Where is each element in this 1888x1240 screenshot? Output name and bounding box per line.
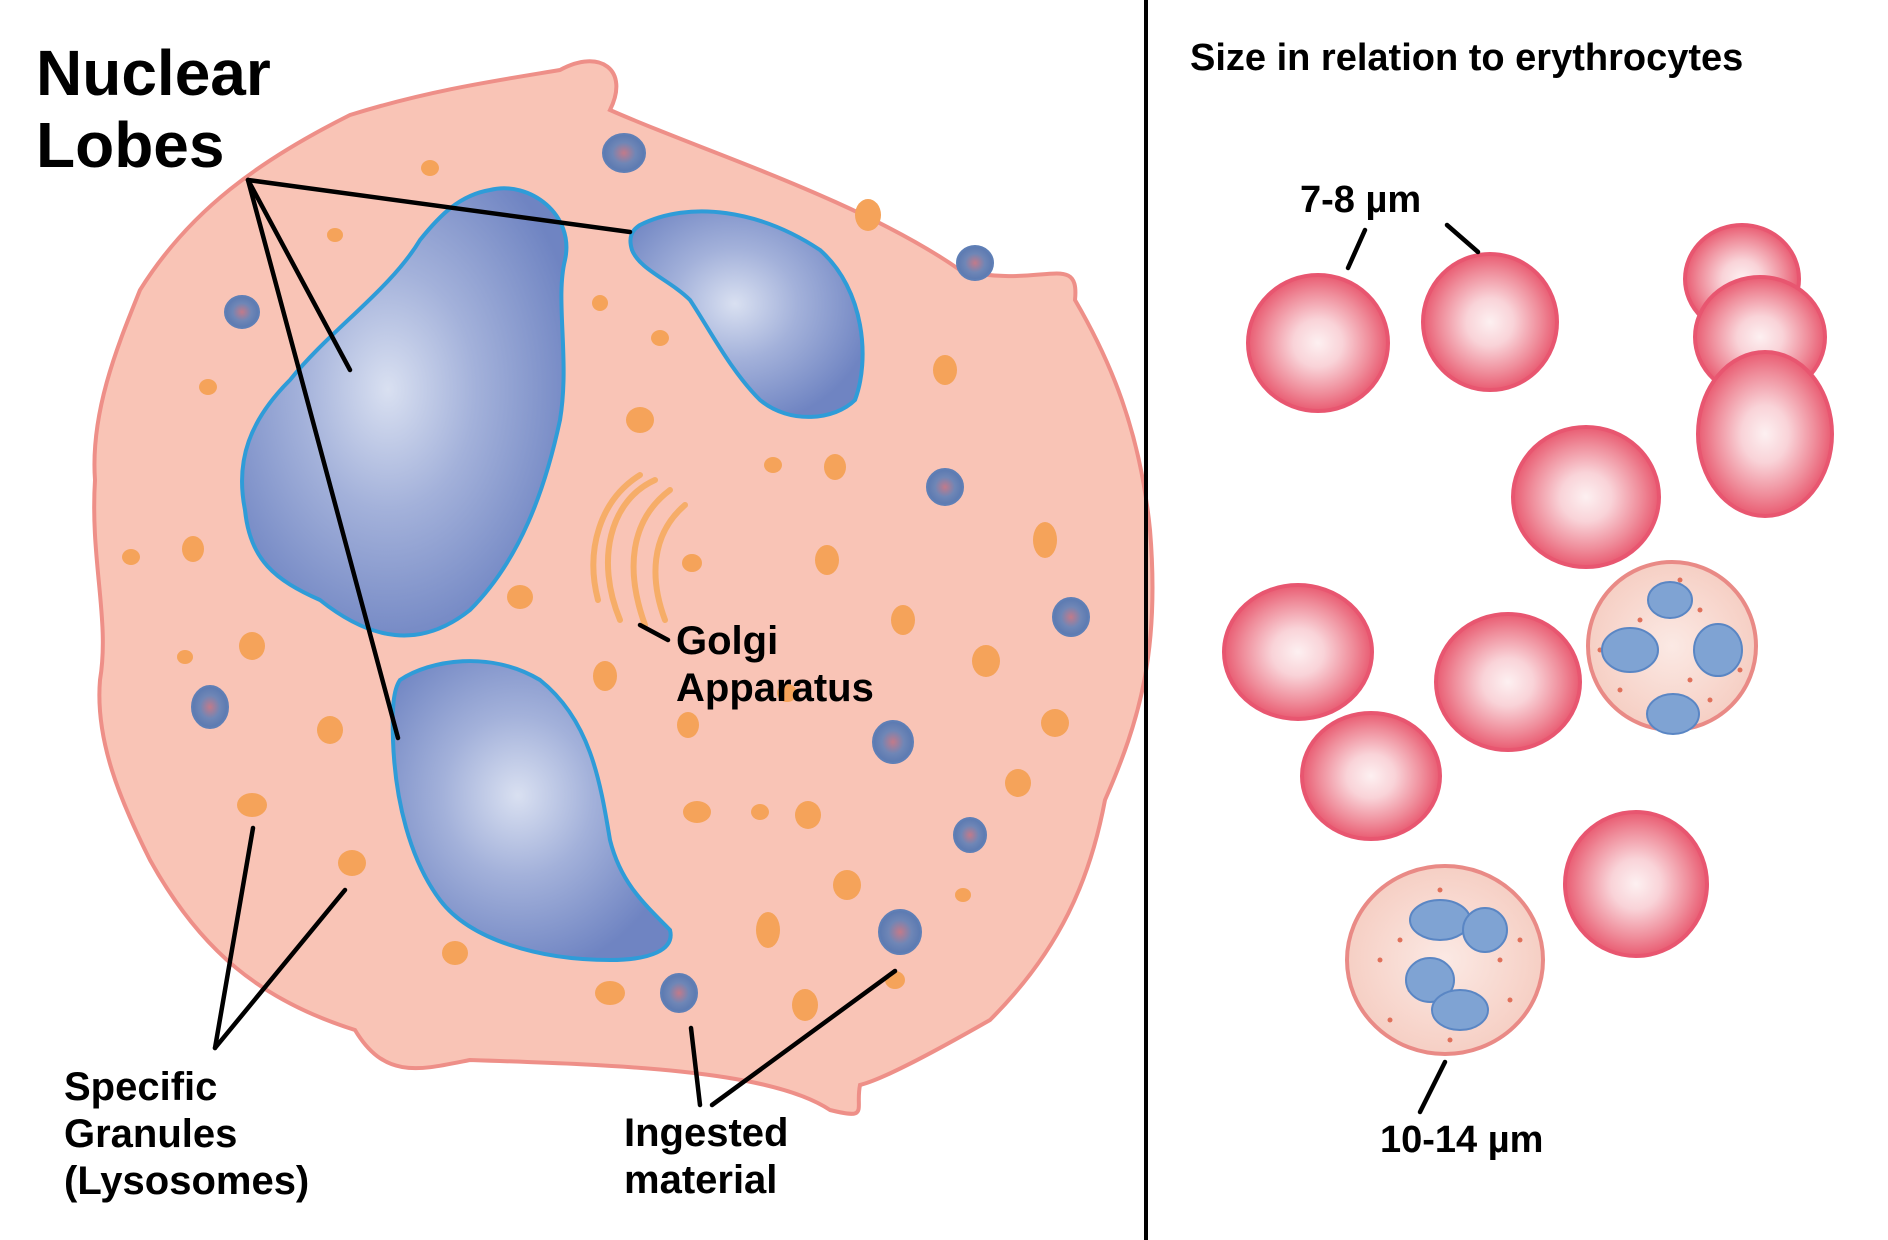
ingested-material-label: Ingested material xyxy=(624,1110,788,1204)
erythrocyte xyxy=(1696,350,1834,518)
granule xyxy=(237,793,267,817)
granule xyxy=(317,716,343,744)
nuclear-lobes-label: Nuclear Lobes xyxy=(36,37,271,181)
granule xyxy=(1033,522,1057,558)
golgi-leader xyxy=(637,622,671,643)
granule xyxy=(955,888,971,902)
neutrophil-small xyxy=(1586,560,1758,735)
erythrocytes xyxy=(1222,223,1834,958)
label-line: Apparatus xyxy=(676,666,874,711)
granule xyxy=(764,457,782,473)
label-line: Golgi xyxy=(676,619,779,663)
granule xyxy=(891,605,915,635)
granule xyxy=(855,199,881,231)
erythrocyte xyxy=(1246,273,1390,413)
granule xyxy=(815,545,839,575)
erythrocyte-size-label: 7-8 µm xyxy=(1300,179,1422,221)
granule xyxy=(593,661,617,691)
ingested-particle xyxy=(224,295,260,329)
label-line: (Lysosomes) xyxy=(64,1159,310,1204)
ingested-particle xyxy=(602,133,646,173)
erythrocyte xyxy=(1300,711,1442,841)
ingested-particle xyxy=(1052,597,1090,637)
granule xyxy=(756,912,780,948)
granule xyxy=(833,870,861,900)
erythrocyte xyxy=(1563,810,1709,958)
label-line: Granules xyxy=(64,1112,238,1157)
granule xyxy=(751,804,769,820)
granule xyxy=(792,989,818,1021)
granules-leader xyxy=(212,887,348,1051)
ingested-leader xyxy=(709,968,898,1108)
small-size-leader xyxy=(1444,222,1481,255)
golgi-apparatus xyxy=(590,472,688,628)
granule xyxy=(442,941,468,965)
neutrophil-cell xyxy=(92,59,1155,1116)
granule xyxy=(338,850,366,876)
granule xyxy=(651,330,669,346)
label-line: material xyxy=(624,1158,778,1203)
label-line: Lobes xyxy=(36,108,225,181)
ingested-particle xyxy=(956,245,994,281)
erythrocyte xyxy=(1434,612,1582,752)
granule xyxy=(824,454,846,480)
granule xyxy=(595,981,625,1005)
granule xyxy=(507,585,533,609)
granule xyxy=(683,801,711,823)
size-comparison-title: Size in relation to erythrocytes xyxy=(1190,37,1744,79)
nuclear-lobe-2 xyxy=(628,209,865,419)
ingested-particle xyxy=(878,909,922,955)
granule xyxy=(677,712,699,738)
granule xyxy=(795,801,821,829)
label-line: Specific xyxy=(64,1065,218,1109)
granule xyxy=(421,160,439,176)
ingested-particle xyxy=(660,973,698,1013)
neutrophil-size-label: 10-14 µm xyxy=(1380,1119,1544,1161)
ingested-particle xyxy=(926,468,964,506)
nuclear-lobe-3 xyxy=(390,659,673,963)
granule xyxy=(626,407,654,433)
small-size-leader xyxy=(1345,227,1368,271)
golgi-label: Golgi Apparatus xyxy=(676,618,874,712)
large-size-leader xyxy=(1417,1059,1448,1115)
granule xyxy=(1041,709,1069,737)
ingested-particle xyxy=(953,817,987,853)
ingested-particle xyxy=(872,720,914,764)
granule xyxy=(972,645,1000,677)
granule xyxy=(177,650,193,664)
erythrocyte xyxy=(1511,425,1661,569)
ingested-material xyxy=(191,133,1090,1013)
granule xyxy=(199,379,217,395)
granule xyxy=(1005,769,1031,797)
granules-leader xyxy=(212,825,256,1051)
erythrocyte xyxy=(1421,252,1559,392)
nuclear-lobe-1 xyxy=(240,186,569,638)
size-leader-lines xyxy=(1345,222,1481,1115)
granule xyxy=(933,355,957,385)
ingested-leader xyxy=(688,1025,703,1108)
erythrocyte xyxy=(1222,583,1374,721)
granule xyxy=(239,632,265,660)
neutrophil-small xyxy=(1345,864,1545,1056)
granule xyxy=(777,684,797,702)
nuclear-lobes-leader xyxy=(245,177,401,741)
label-line: Nuclear xyxy=(36,37,271,109)
label-line: Ingested xyxy=(624,1111,789,1155)
ingested-particle xyxy=(191,685,229,729)
granule xyxy=(327,228,343,242)
leader-lines xyxy=(212,177,898,1108)
granule xyxy=(592,295,608,311)
granule xyxy=(182,536,204,562)
granule xyxy=(122,549,140,565)
specific-granules xyxy=(122,160,1069,1021)
specific-granules-label: Specific Granules (Lysosomes) xyxy=(64,1064,309,1206)
nuclear-lobes-leader xyxy=(245,177,353,373)
granule xyxy=(682,554,702,572)
nuclear-lobes-leader xyxy=(245,177,633,235)
